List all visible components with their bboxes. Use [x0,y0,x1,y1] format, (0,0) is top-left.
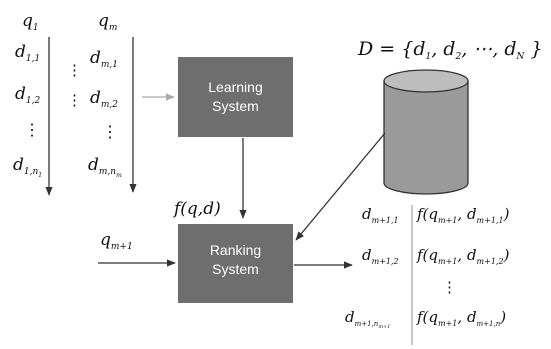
column-vdots-b: ⋮ [67,91,82,109]
svg-text:System: System [212,261,259,277]
training-query-m: qm dm,1 dm,2 ⋮ dm,nm [88,11,137,193]
training-query-1: q1 d1,1 d1,2 ⋮ d1,n1 [13,11,53,196]
database-label: D = {d1, d2, ⋯, dN } [357,38,543,62]
svg-text:f(qm+1, dm+1,2): f(qm+1, dm+1,2) [416,246,510,266]
ranked-row-2: dm+1,2 f(qm+1, dm+1,2) [362,246,510,266]
doc-m-n: dm,nm [88,155,122,179]
svg-text:qm: qm [98,11,117,33]
svg-text:dm+1,1: dm+1,1 [362,205,399,225]
vdots-m: ⋮ [102,122,118,141]
svg-text:f(qm+1, dm+1,1): f(qm+1, dm+1,1) [416,205,510,225]
database-cylinder [383,69,469,195]
svg-text:dm+1,2: dm+1,2 [362,246,399,266]
new-query: qm+1 [98,230,176,267]
doc-1-1: d1,1 [15,42,40,64]
svg-text:System: System [212,98,259,114]
ranked-row-1: dm+1,1 f(qm+1, dm+1,1) [362,205,510,225]
vdots-1: ⋮ [24,120,40,139]
doc-m-1: dm,1 [90,48,118,70]
svg-text:qm+1: qm+1 [100,230,133,252]
model-label: f(q,d) [172,199,221,219]
doc-m-2: dm,2 [90,88,118,110]
column-vdots-a: ⋮ [67,61,82,79]
doc-1-n: d1,n1 [13,155,42,179]
svg-text:Learning: Learning [208,79,263,95]
svg-text:Ranking: Ranking [210,242,261,258]
svg-text:f(qm+1, dm+1,n): f(qm+1, dm+1,n) [416,308,506,328]
svg-text:q1: q1 [22,11,39,33]
ranked-vdots: ⋮ [442,278,457,296]
doc-1-2: d1,2 [15,84,40,106]
ranked-row-n: dm+1,nm+1 f(qm+1, dm+1,n) [345,308,506,330]
database-to-ranking-arrow [295,132,386,241]
learning-system-box: Learning System [178,57,293,137]
svg-text:dm+1,nm+1: dm+1,nm+1 [345,308,390,330]
ranking-system-box: Ranking System [178,224,293,303]
